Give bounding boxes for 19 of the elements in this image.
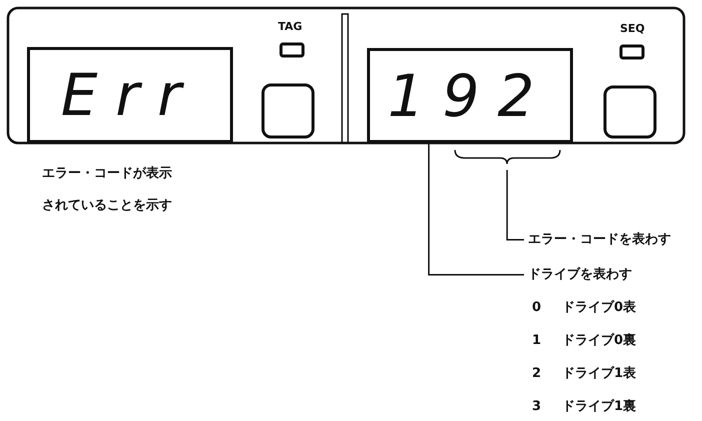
leader-line bbox=[506, 170, 524, 241]
code-number: 1 bbox=[532, 333, 542, 349]
segment-display bbox=[367, 48, 573, 143]
display-readout: 192 bbox=[388, 66, 552, 124]
segment-display bbox=[27, 47, 233, 143]
table-text: ドライブ1表 bbox=[562, 366, 636, 382]
note-text: エラー・コードが表示されていることを示す bbox=[42, 165, 173, 215]
code-number: 2 bbox=[532, 366, 542, 382]
leader-text: エラー・コードを表わす bbox=[528, 232, 671, 248]
leader-text: ドライブを表わす bbox=[528, 267, 632, 283]
code-number: 0 bbox=[532, 300, 542, 316]
display-readout: Err bbox=[60, 66, 200, 124]
leader-line bbox=[428, 143, 524, 276]
table-text: ドライブ1裏 bbox=[562, 399, 636, 415]
indicator-label: TAG bbox=[278, 20, 302, 34]
table-text: ドライブ0裏 bbox=[562, 333, 636, 349]
indicator-label: SEQ bbox=[620, 22, 645, 36]
table-text: ドライブ0表 bbox=[562, 300, 636, 316]
code-number: 3 bbox=[532, 399, 542, 415]
